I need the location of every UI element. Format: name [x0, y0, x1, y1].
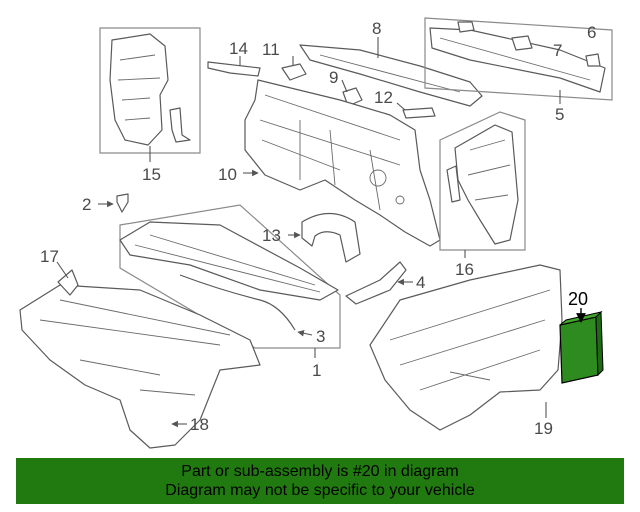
part-15-group	[99, 27, 201, 162]
callout-19: 19	[534, 419, 553, 438]
banner-line-1: Part or sub-assembly is #20 in diagram	[181, 463, 459, 480]
callout-15: 15	[142, 165, 161, 184]
callout-9: 9	[329, 68, 338, 87]
callout-8: 8	[372, 19, 381, 38]
part-18	[19, 261, 261, 449]
part-8	[299, 37, 483, 107]
callout-17: 17	[40, 247, 59, 266]
part-16-group	[439, 111, 526, 258]
part-19	[369, 264, 563, 431]
callout-11: 11	[262, 40, 280, 59]
callout-10: 10	[218, 165, 237, 184]
callout-14: 14	[229, 39, 248, 58]
callout-16: 16	[455, 260, 474, 279]
part-20	[559, 308, 604, 384]
part-13	[288, 212, 361, 263]
callout-3: 3	[316, 327, 325, 346]
part-11	[281, 56, 307, 81]
part-2	[98, 193, 129, 213]
part-12	[396, 102, 436, 119]
callout-7: 7	[553, 41, 562, 60]
callout-6: 6	[587, 23, 596, 42]
part-3	[297, 330, 313, 337]
callout-4: 4	[416, 273, 425, 292]
callout-18: 18	[190, 415, 209, 434]
callout-13: 13	[262, 226, 281, 245]
part-5-group	[424, 17, 613, 104]
part-1-group	[119, 204, 341, 358]
part-4	[345, 261, 413, 305]
callout-2: 2	[82, 195, 91, 214]
notice-banner: Part or sub-assembly is #20 in diagram D…	[16, 458, 624, 504]
banner-line-2: Diagram may not be specific to your vehi…	[165, 482, 475, 499]
callout-1: 1	[312, 361, 321, 380]
part-14	[207, 56, 261, 77]
callout-5: 5	[555, 105, 564, 124]
callout-12: 12	[374, 88, 393, 107]
part-10	[243, 79, 441, 247]
callout-20: 20	[568, 289, 588, 309]
